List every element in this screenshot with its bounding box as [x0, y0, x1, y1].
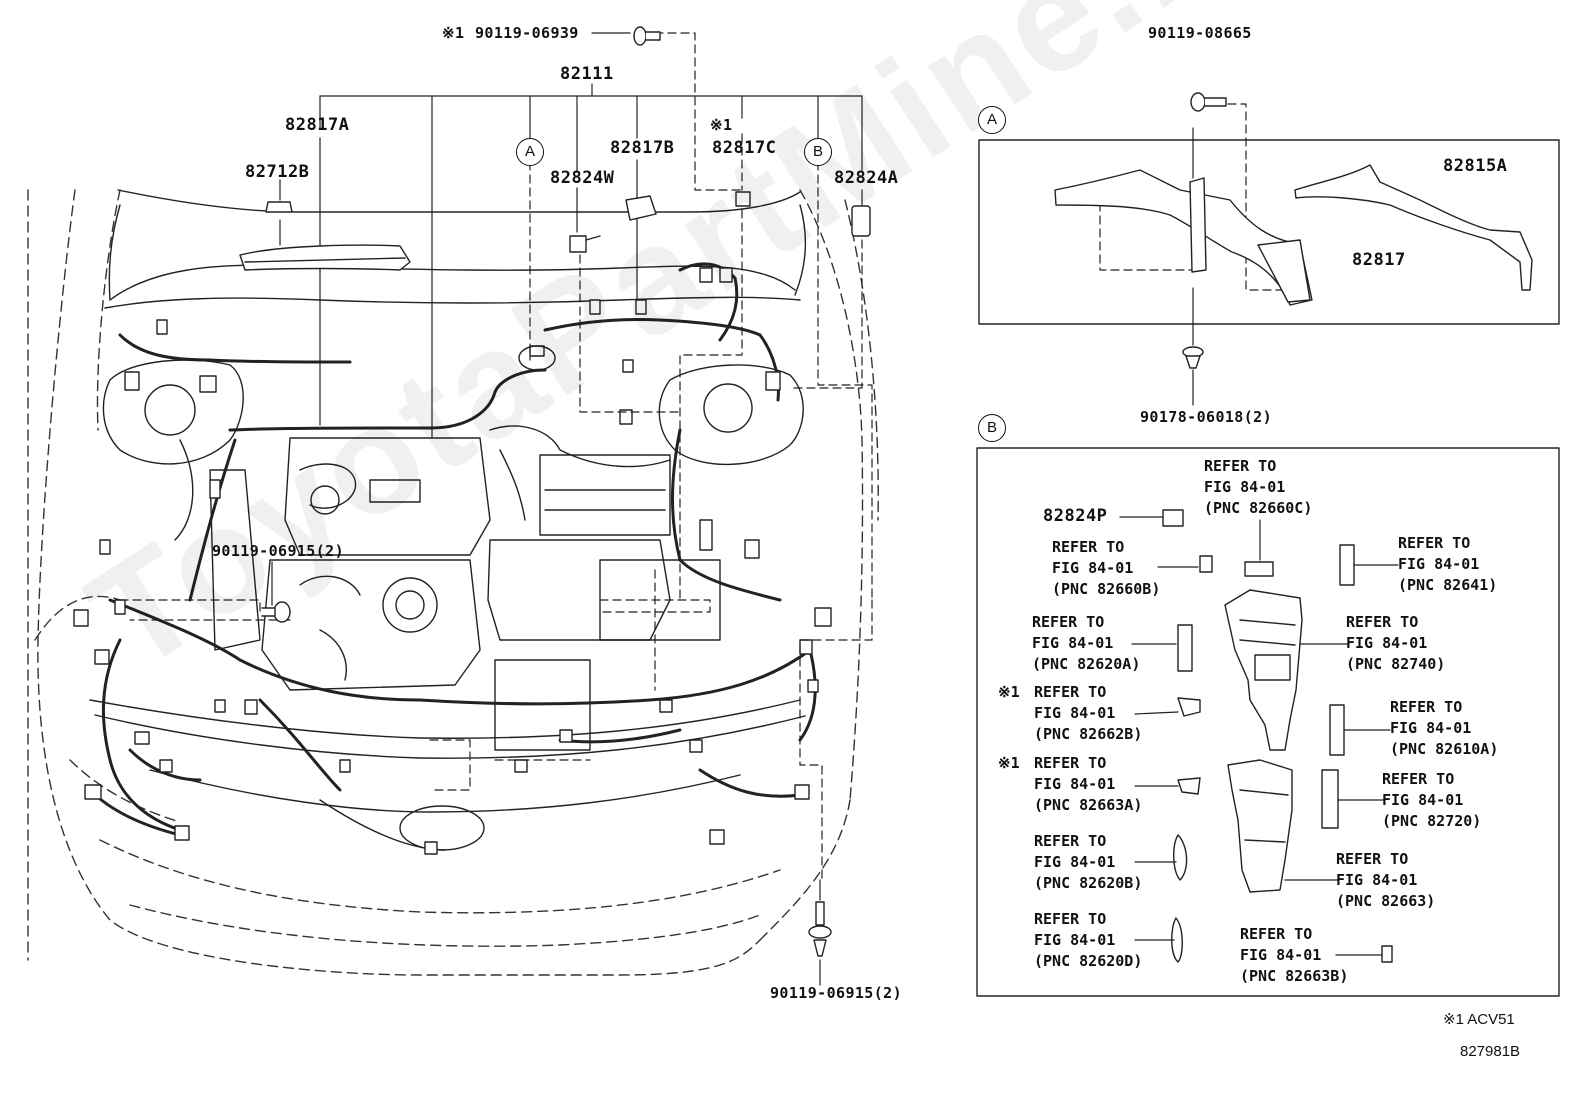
part-82712B-label: 82712B — [245, 162, 310, 182]
part-82817B-clamp — [625, 195, 657, 221]
part-82824W-clip — [569, 235, 601, 253]
detail-b-small-parts — [1162, 509, 1393, 963]
car-body-outline — [27, 189, 879, 976]
ref-82663A-note: ※1 — [998, 754, 1020, 772]
detail-a-bolt-90119-08665 — [1190, 92, 1227, 112]
detail-b-marker: B — [978, 414, 1006, 442]
bolt-bottom-label: 90119-06915(2) — [770, 984, 903, 1002]
detail-a-marker: A — [978, 106, 1006, 134]
part-82817A-label: 82817A — [285, 115, 350, 135]
part-82824A-block — [851, 205, 871, 237]
part-82817C-label: 82817C — [712, 138, 777, 158]
part-82817B-label: 82817B — [610, 138, 675, 158]
hidden-leaders — [119, 32, 1301, 881]
harness-connectors — [73, 267, 832, 855]
bolt-top-label: 90119-06939 — [475, 24, 579, 42]
detail-b-relay-block-lower — [1227, 759, 1293, 893]
engine-block — [174, 425, 721, 751]
callout-a-marker: A — [516, 138, 544, 166]
part-82815A-label: 82815A — [1443, 156, 1508, 176]
part-82111-label: 82111 — [560, 64, 614, 84]
bolt-90119-06915-bottom — [808, 901, 832, 957]
ref-82662B-note: ※1 — [998, 683, 1020, 701]
bolt-left-label: 90119-06915(2) — [212, 542, 345, 560]
part-82824A-label: 82824A — [834, 168, 899, 188]
main-harness — [88, 262, 817, 837]
hood-outline — [104, 189, 807, 309]
detail-a-clip-label: 90178-06018(2) — [1140, 408, 1273, 426]
detail-b-leaders — [1119, 516, 1399, 956]
bolt-90119-06915-left — [261, 601, 291, 623]
bolt-90119-06939 — [633, 26, 661, 46]
part-82817C-clip — [735, 191, 751, 207]
grommet — [518, 345, 556, 371]
detail-a-protector-82815A — [1294, 164, 1533, 291]
detail-a-protector-82817 — [1054, 169, 1313, 306]
part-82824P-label: 82824P — [1043, 506, 1108, 526]
part-82712B-protector — [239, 201, 411, 271]
part-82817-label: 82817 — [1352, 250, 1406, 270]
detail-a-clip-90178-06018 — [1182, 346, 1204, 369]
footer-note: ※1 ACV51 — [1443, 1011, 1515, 1028]
detail-a-bolt-label: 90119-08665 — [1148, 24, 1252, 42]
detail-a-frame — [978, 139, 1560, 325]
bolt-note-label: ※1 — [442, 24, 465, 42]
callout-b-marker: B — [804, 138, 832, 166]
part-82824W-label: 82824W — [550, 168, 615, 188]
detail-b-relay-block-upper — [1224, 589, 1303, 751]
detail-b-frame — [976, 447, 1560, 997]
diagram-code: 827981B — [1460, 1043, 1521, 1060]
part-82817C-note: ※1 — [710, 116, 733, 134]
front-bumper — [89, 699, 806, 851]
leader-lines — [271, 32, 1194, 986]
